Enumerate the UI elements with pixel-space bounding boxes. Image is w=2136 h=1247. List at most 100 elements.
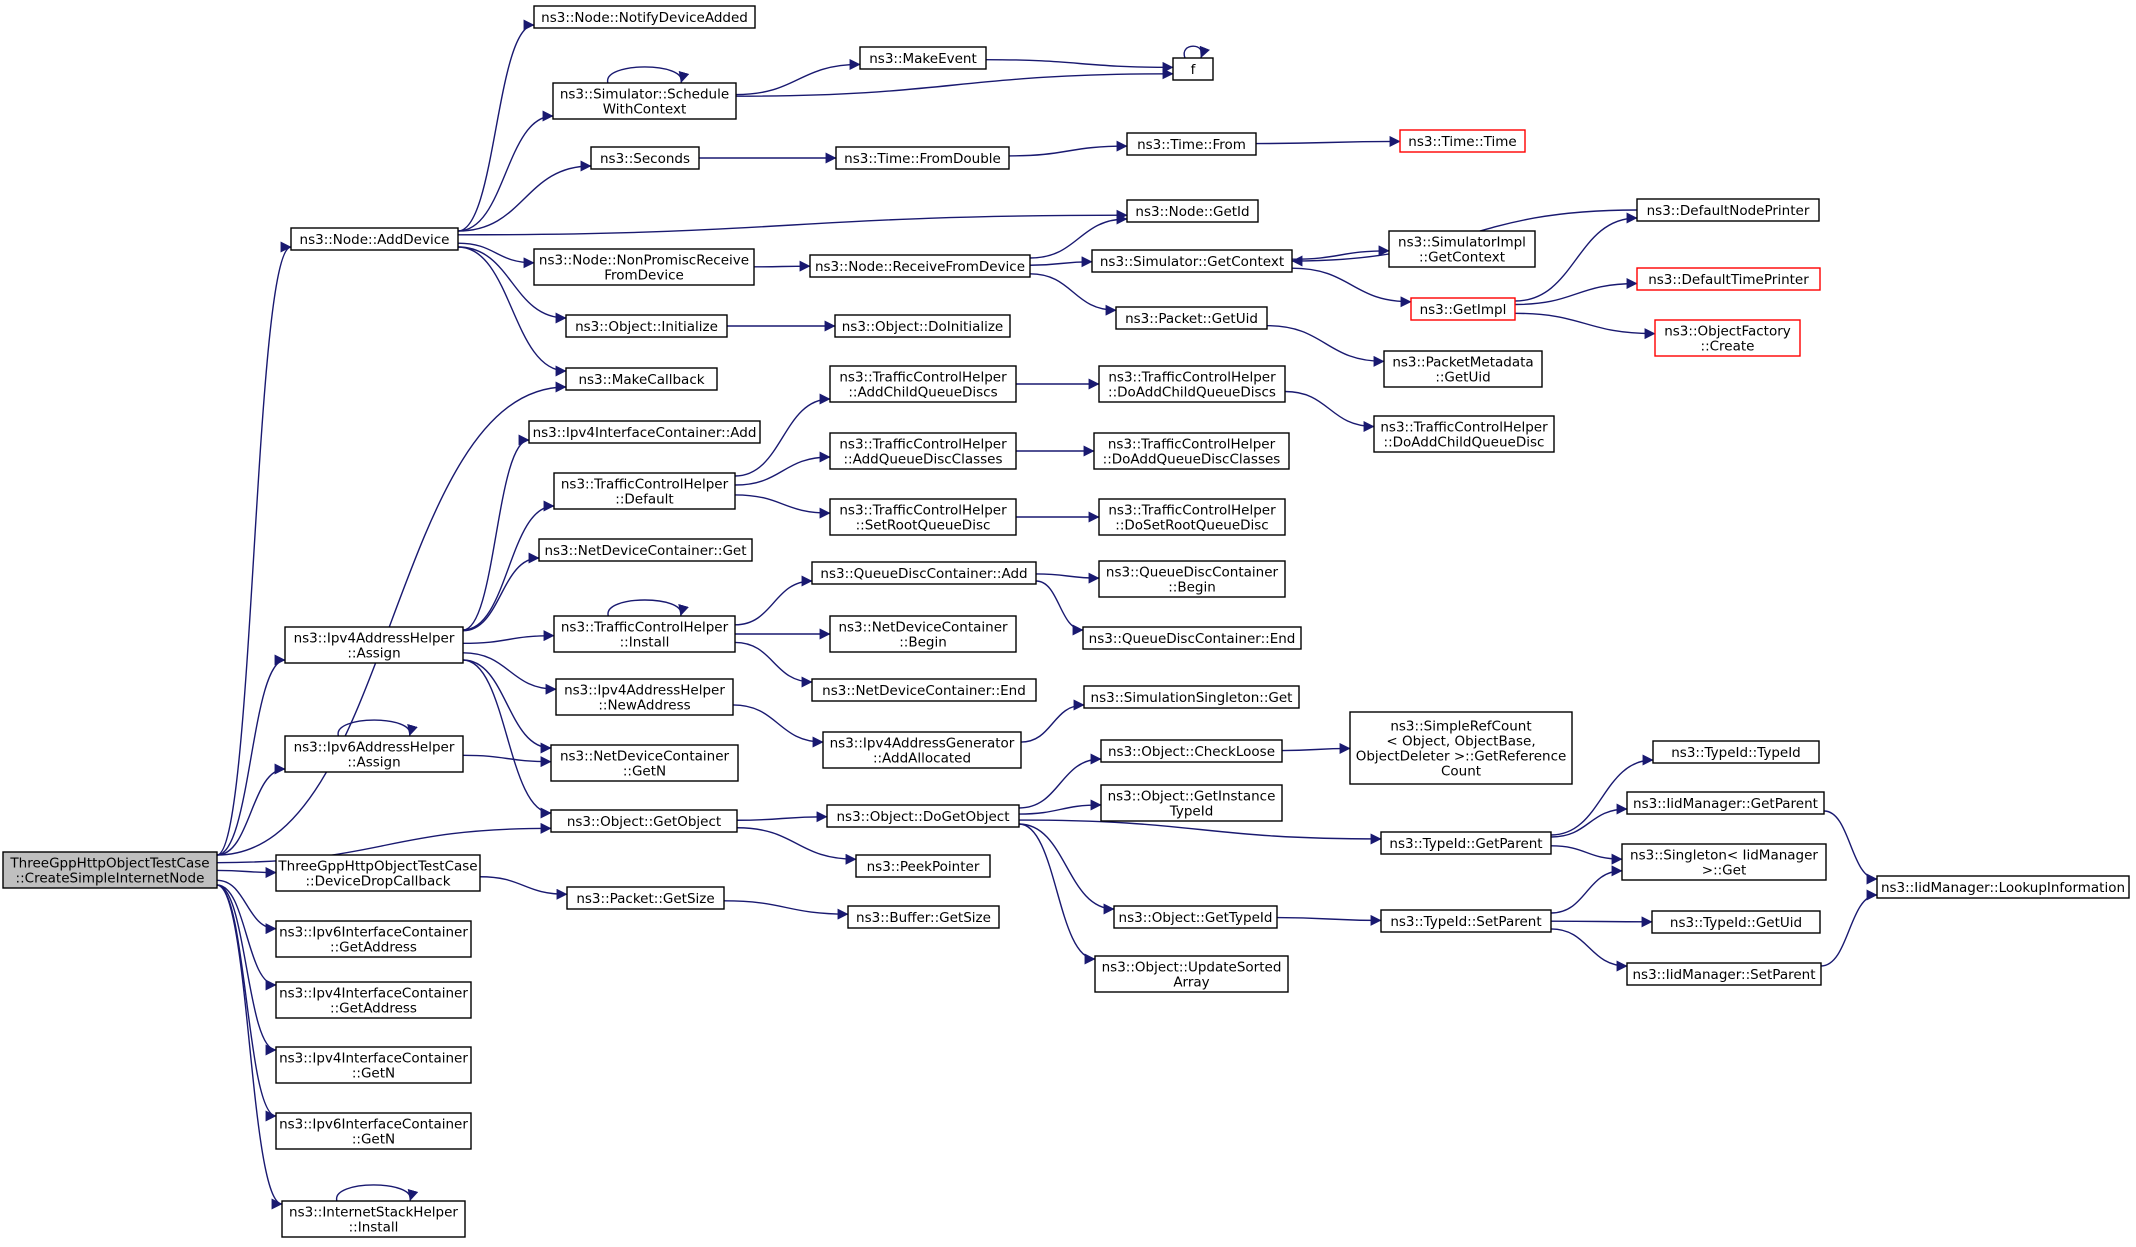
node-label: ns3::Object::DoInitialize <box>842 319 1004 335</box>
node-root[interactable]: ThreeGppHttpObjectTestCase::CreateSimple… <box>2 851 218 889</box>
node-ipv6AddrAssign[interactable]: ns3::Ipv6AddressHelper::Assign <box>284 735 464 773</box>
node-objFactCreate[interactable]: ns3::ObjectFactory::Create <box>1654 319 1801 357</box>
node-simGetContext[interactable]: ns3::Simulator::GetContext <box>1091 249 1293 273</box>
node-doGetObject[interactable]: ns3::Object::DoGetObject <box>826 804 1020 828</box>
node-tchAddClasses[interactable]: ns3::TrafficControlHelper::AddQueueDiscC… <box>829 432 1017 470</box>
node-makeCallback[interactable]: ns3::MakeCallback <box>565 367 718 391</box>
node-dropCb[interactable]: ThreeGppHttpObjectTestCase::DeviceDropCa… <box>275 854 481 892</box>
node-ndcGetN[interactable]: ns3::NetDeviceContainer::GetN <box>550 744 739 782</box>
node-peekPointer[interactable]: ns3::PeekPointer <box>855 854 991 878</box>
node-label: ns3::Time::From <box>1137 137 1246 153</box>
node-iidLookup[interactable]: ns3::IidManager::LookupInformation <box>1876 875 2130 899</box>
node-tchDefault[interactable]: ns3::TrafficControlHelper::Default <box>553 472 736 510</box>
node-pktGetUid[interactable]: ns3::Packet::GetUid <box>1115 306 1268 330</box>
node-timeFrom[interactable]: ns3::Time::From <box>1126 132 1257 156</box>
node-box <box>1388 230 1536 268</box>
node-label: ThreeGppHttpObjectTestCase <box>9 856 209 872</box>
node-box <box>1373 415 1555 453</box>
node-objDoInit[interactable]: ns3::Object::DoInitialize <box>834 314 1011 338</box>
edge-getObject-to-doGetObject <box>736 811 828 823</box>
node-recvFromDev[interactable]: ns3::Node::ReceiveFromDevice <box>809 254 1031 278</box>
node-simSingleton[interactable]: ns3::SimulationSingleton::Get <box>1083 685 1300 709</box>
node-ndcBegin[interactable]: ns3::NetDeviceContainer::Begin <box>829 615 1017 653</box>
node-tidSetParent[interactable]: ns3::TypeId::SetParent <box>1380 909 1552 933</box>
node-label: ns3::TypeId::GetParent <box>1389 836 1542 852</box>
node-ipv4AddrAssign[interactable]: ns3::Ipv4AddressHelper::Assign <box>284 626 464 664</box>
node-getObject[interactable]: ns3::Object::GetObject <box>550 809 738 833</box>
node-singletonGet[interactable]: ns3::Singleton< IidManager>::Get <box>1621 843 1827 881</box>
node-ipv4NewAddr[interactable]: ns3::Ipv4AddressHelper::NewAddress <box>555 678 734 716</box>
node-ipv4IfcAdd[interactable]: ns3::Ipv4InterfaceContainer::Add <box>528 420 761 444</box>
node-tchSetRoot[interactable]: ns3::TrafficControlHelper::SetRootQueueD… <box>829 498 1017 536</box>
edge-ipv4AddrAssign-to-ndcGetN <box>462 659 552 754</box>
node-getId[interactable]: ns3::Node::GetId <box>1126 199 1259 223</box>
node-box <box>550 744 739 782</box>
edge-root-to-ipv4IfcGetAddr <box>216 884 277 991</box>
node-pktGetSize[interactable]: ns3::Packet::GetSize <box>566 886 725 910</box>
node-box <box>1383 350 1543 388</box>
edge-recvFromDev-to-pktGetUid <box>1029 273 1117 316</box>
node-tchInstall[interactable]: ns3::TrafficControlHelper::Install <box>553 615 736 653</box>
edge-schedCtx-to-f <box>735 68 1174 97</box>
node-qdcEnd[interactable]: ns3::QueueDiscContainer::End <box>1082 626 1302 650</box>
node-fromDouble[interactable]: ns3::Time::FromDouble <box>835 146 1010 170</box>
node-iidGetParent[interactable]: ns3::IidManager::GetParent <box>1626 791 1825 815</box>
node-ipv6IfcGetAddr[interactable]: ns3::Ipv6InterfaceContainer::GetAddress <box>275 920 472 958</box>
node-tchDoAddChilds[interactable]: ns3::TrafficControlHelper::DoAddChildQue… <box>1098 365 1286 403</box>
node-ndcGet[interactable]: ns3::NetDeviceContainer::Get <box>538 538 753 562</box>
node-tchDoAddChild[interactable]: ns3::TrafficControlHelper::DoAddChildQue… <box>1373 415 1555 453</box>
node-timeTime[interactable]: ns3::Time::Time <box>1399 129 1526 153</box>
node-tidGetUid[interactable]: ns3::TypeId::GetUid <box>1651 910 1821 934</box>
node-notifyDev[interactable]: ns3::Node::NotifyDeviceAdded <box>533 5 756 29</box>
node-ipv6IfcGetN[interactable]: ns3::Ipv6InterfaceContainer::GetN <box>275 1112 472 1150</box>
node-objGetTid[interactable]: ns3::Object::GetTypeId <box>1113 905 1278 929</box>
node-defNodePrinter[interactable]: ns3::DefaultNodePrinter <box>1636 198 1820 222</box>
node-seconds[interactable]: ns3::Seconds <box>590 146 700 170</box>
node-box <box>528 420 761 444</box>
node-box <box>1626 791 1825 815</box>
node-objInit[interactable]: ns3::Object::Initialize <box>565 314 728 338</box>
node-ipv4IfcGetAddr[interactable]: ns3::Ipv4InterfaceContainer::GetAddress <box>275 981 472 1019</box>
edge-doGetObject-to-tidGetParent <box>1018 819 1382 845</box>
edge-getObject-to-peekPointer <box>736 827 857 865</box>
node-label: ns3::Ipv4InterfaceContainer::Add <box>533 425 757 441</box>
node-label: ::GetN <box>352 1066 395 1082</box>
node-simImplGetCtx[interactable]: ns3::SimulatorImpl::GetContext <box>1388 230 1536 268</box>
node-makeEvent[interactable]: ns3::MakeEvent <box>859 46 987 70</box>
edge-tchInstall-to-ndcEnd <box>734 641 813 688</box>
node-simpleRef[interactable]: ns3::SimpleRefCount< Object, ObjectBase,… <box>1349 711 1573 785</box>
node-defTimePrinter[interactable]: ns3::DefaultTimePrinter <box>1636 267 1821 291</box>
node-iidSetParent[interactable]: ns3::IidManager::SetParent <box>1626 962 1822 986</box>
node-f[interactable]: f <box>1172 57 1214 81</box>
edge-tidGetParent-to-tidTypeId <box>1550 754 1654 836</box>
node-ipv4AddrGen[interactable]: ns3::Ipv4AddressGenerator::AddAllocated <box>822 731 1022 769</box>
node-pktMetaUid[interactable]: ns3::PacketMetadata::GetUid <box>1383 350 1543 388</box>
node-checkLoose[interactable]: ns3::Object::CheckLoose <box>1100 739 1283 763</box>
node-label: ns3::ObjectFactory <box>1664 324 1791 340</box>
node-box <box>811 561 1037 585</box>
node-box <box>275 854 481 892</box>
node-tidTypeId[interactable]: ns3::TypeId::TypeId <box>1652 740 1820 764</box>
node-label: ns3::NetDeviceContainer <box>838 620 1008 636</box>
node-stackInstall[interactable]: ns3::InternetStackHelper::Install <box>281 1200 466 1238</box>
node-tidGetParent[interactable]: ns3::TypeId::GetParent <box>1380 831 1552 855</box>
edge-recvFromDev-to-simGetContext <box>1029 256 1093 268</box>
node-tchDoAddClasses[interactable]: ns3::TrafficControlHelper::DoAddQueueDis… <box>1093 432 1290 470</box>
node-tchAddChild[interactable]: ns3::TrafficControlHelper::AddChildQueue… <box>829 365 1017 403</box>
node-label: ns3::Ipv4AddressHelper <box>294 631 455 647</box>
edge-tchDefault-to-tchSetRoot <box>734 494 831 519</box>
node-label: ::Create <box>1701 339 1755 355</box>
edge-ipv4AddrGen-to-simSingleton <box>1020 699 1085 743</box>
node-bufGetSize[interactable]: ns3::Buffer::GetSize <box>847 905 1000 929</box>
node-getImpl[interactable]: ns3::GetImpl <box>1410 297 1516 321</box>
node-qdcAdd[interactable]: ns3::QueueDiscContainer::Add <box>811 561 1037 585</box>
node-tchDoSetRoot[interactable]: ns3::TrafficControlHelper::DoSetRootQueu… <box>1098 498 1286 536</box>
node-ipv4IfcGetN[interactable]: ns3::Ipv4InterfaceContainer::GetN <box>275 1046 472 1084</box>
node-ndcEnd[interactable]: ns3::NetDeviceContainer::End <box>811 678 1037 702</box>
node-addDevice[interactable]: ns3::Node::AddDevice <box>290 227 459 251</box>
node-qdcBegin[interactable]: ns3::QueueDiscContainer::Begin <box>1098 560 1286 598</box>
